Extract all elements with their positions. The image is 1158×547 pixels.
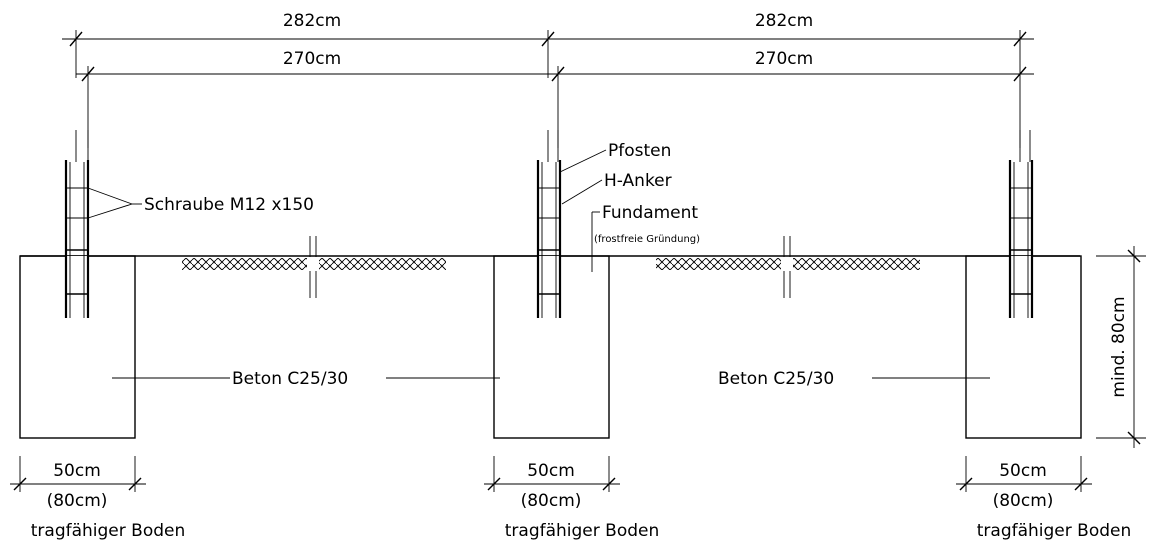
footing-width-left: 50cm <box>53 461 101 481</box>
dim-inner-right-label: 270cm <box>755 49 813 69</box>
footing-width-center: 50cm <box>527 461 575 481</box>
footing-alt-width-center: (80cm) <box>521 491 582 511</box>
soil-strip-left <box>182 236 446 298</box>
dim-outer-left-label: 282cm <box>283 11 341 31</box>
label-depth: mind. 80cm <box>1109 296 1129 397</box>
soil-strip-right <box>656 236 920 298</box>
footing-alt-width-right: (80cm) <box>993 491 1054 511</box>
label-foundation-note: (frostfreie Gründung) <box>594 234 700 245</box>
footing-dim-center: 50cm (80cm) tragfähiger Boden <box>484 456 659 541</box>
label-concrete-left: Beton C25/30 <box>232 369 348 389</box>
label-anchor: H-Anker <box>604 171 672 191</box>
label-concrete-right: Beton C25/30 <box>718 369 834 389</box>
label-foundation: Fundament <box>602 203 698 223</box>
soil-label-left: tragfähiger Boden <box>31 521 186 541</box>
leader-screw: Schraube M12 x150 <box>87 187 314 219</box>
dim-inner-left-label: 270cm <box>283 49 341 69</box>
soil-label-right: tragfähiger Boden <box>977 521 1132 541</box>
leader-concrete-right: Beton C25/30 <box>718 369 990 389</box>
leader-anchor: H-Anker <box>561 171 672 205</box>
leader-post: Pfosten <box>559 141 671 173</box>
post-right <box>1008 130 1034 318</box>
label-screw: Schraube M12 x150 <box>144 195 314 215</box>
soil-label-center: tragfähiger Boden <box>505 521 660 541</box>
leader-foundation: Fundament (frostfreie Gründung) <box>591 203 700 272</box>
dimension-depth: mind. 80cm <box>1096 246 1146 448</box>
post-left <box>64 130 90 318</box>
dimension-inner-spans: 270cm 270cm <box>76 49 1034 148</box>
footing-dim-left: 50cm (80cm) tragfähiger Boden <box>10 456 185 541</box>
footing-alt-width-left: (80cm) <box>47 491 108 511</box>
label-post: Pfosten <box>608 141 671 161</box>
footing-width-right: 50cm <box>999 461 1047 481</box>
leader-concrete-left: Beton C25/30 <box>112 369 500 389</box>
footing-dim-right: 50cm (80cm) tragfähiger Boden <box>956 456 1131 541</box>
dimension-outer-spans: 282cm 282cm <box>62 11 1034 78</box>
post-center <box>536 130 562 318</box>
dim-outer-right-label: 282cm <box>755 11 813 31</box>
